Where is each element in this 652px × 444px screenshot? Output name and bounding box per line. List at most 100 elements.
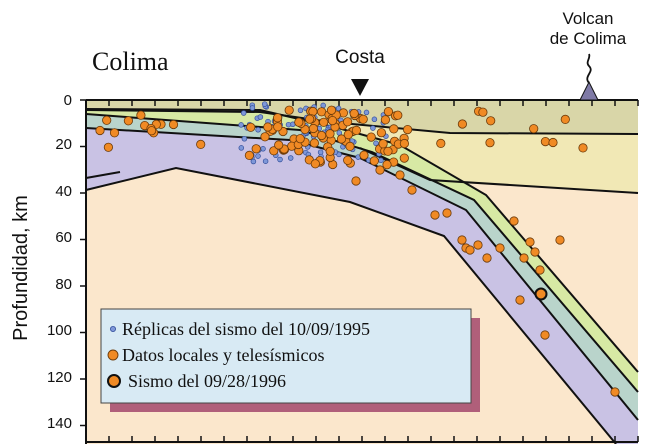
event-dot xyxy=(316,130,327,141)
event-dot xyxy=(343,130,353,140)
event-dot xyxy=(273,122,283,132)
event-dot xyxy=(407,185,417,195)
event-dot xyxy=(395,170,405,180)
event-dot xyxy=(358,114,368,124)
event-dot xyxy=(274,140,284,150)
event-dot xyxy=(430,210,440,220)
aftershock-dot xyxy=(255,127,261,133)
aftershock-dot xyxy=(277,156,283,163)
aftershock-dot xyxy=(363,109,370,116)
event-dot xyxy=(530,247,540,257)
event-dot xyxy=(540,137,551,147)
event-dot xyxy=(509,216,519,226)
aftershock-legend-icon xyxy=(110,325,117,332)
event-dot xyxy=(136,110,146,120)
event-dot xyxy=(457,119,467,129)
event-dot xyxy=(482,253,492,263)
event-dot xyxy=(109,128,120,138)
event-dot xyxy=(548,137,558,148)
event-dot xyxy=(244,150,254,160)
event-dot xyxy=(294,117,304,127)
event-dot xyxy=(308,123,318,134)
event-dot xyxy=(383,107,393,117)
y-tick-label: 100 xyxy=(47,322,72,339)
event-dot xyxy=(473,240,483,250)
legend: Réplicas del sismo del 10/09/1995 Datos … xyxy=(100,308,480,412)
event-dot xyxy=(393,110,403,120)
legend-label-aftershocks: Réplicas del sismo del 10/09/1995 xyxy=(122,319,370,339)
event-dot xyxy=(272,113,283,123)
aftershock-dot xyxy=(320,102,326,109)
event-dot xyxy=(366,132,376,142)
event-dot xyxy=(95,125,105,136)
aftershock-dot xyxy=(241,136,248,142)
aftershock-dot xyxy=(238,122,244,128)
aftershock-dot xyxy=(249,105,256,111)
aftershock-dot xyxy=(373,140,379,147)
event-dot xyxy=(103,142,114,152)
event-dot xyxy=(478,107,488,117)
aftershock-dot xyxy=(250,158,257,165)
local-data-legend-icon xyxy=(107,349,119,361)
event-dot xyxy=(269,146,279,156)
event-dot xyxy=(196,139,206,149)
event-dot xyxy=(525,237,535,247)
event-dot xyxy=(383,146,393,156)
event-dot xyxy=(325,146,335,156)
event-dot xyxy=(457,235,467,245)
event-dot xyxy=(102,115,112,125)
event-dot xyxy=(519,253,529,263)
y-tick-label: 40 xyxy=(55,183,72,200)
event-dot xyxy=(399,138,409,149)
y-tick-label: 140 xyxy=(47,415,72,432)
event-dot xyxy=(535,265,545,275)
event-dot xyxy=(399,153,409,163)
event-dot xyxy=(251,144,261,154)
y-tick-labels: 0 20 40 60 80 100 120 140 xyxy=(47,92,72,432)
coast-label: Costa xyxy=(335,47,385,68)
event-dot xyxy=(380,115,390,125)
event-dot xyxy=(375,165,385,175)
event-dot xyxy=(515,295,525,305)
event-dot xyxy=(260,132,270,142)
event-dot xyxy=(495,243,505,253)
aftershock-dot xyxy=(261,101,268,107)
event-dot xyxy=(351,125,361,135)
event-dot xyxy=(326,105,337,115)
y-tick-label: 0 xyxy=(64,92,72,109)
event-dot xyxy=(359,150,369,160)
aftershock-dot xyxy=(378,157,384,164)
legend-box xyxy=(100,308,472,404)
earthquake-dots xyxy=(95,105,620,397)
event-dot xyxy=(327,116,338,126)
y-tick-label: 80 xyxy=(55,276,72,293)
volcano-icon xyxy=(579,80,599,101)
event-dot xyxy=(578,143,588,153)
event-dot xyxy=(560,114,570,125)
event-dot xyxy=(284,105,294,115)
event-dot xyxy=(382,160,392,170)
coast-marker-icon xyxy=(351,79,369,96)
y-tick-label: 60 xyxy=(55,229,72,246)
event-dot xyxy=(263,122,273,132)
event-dot xyxy=(305,114,315,124)
event-dot xyxy=(325,129,335,139)
aftershock-dot xyxy=(257,114,264,120)
event-dot xyxy=(349,108,359,119)
slab-upper-band xyxy=(86,109,638,392)
main-event-dot xyxy=(534,287,548,301)
axis-ticks xyxy=(80,99,639,442)
aftershock-dot xyxy=(255,153,261,159)
event-dot xyxy=(389,124,399,134)
y-tick-label: 120 xyxy=(47,369,72,386)
aftershock-dot xyxy=(297,107,304,114)
event-dot xyxy=(486,116,496,126)
event-dot xyxy=(345,141,355,151)
event-dot xyxy=(319,117,329,127)
event-dot xyxy=(465,245,475,255)
event-dot xyxy=(376,128,386,138)
event-dot xyxy=(436,138,446,148)
aftershock-dot xyxy=(370,125,376,131)
event-dot xyxy=(378,139,388,149)
